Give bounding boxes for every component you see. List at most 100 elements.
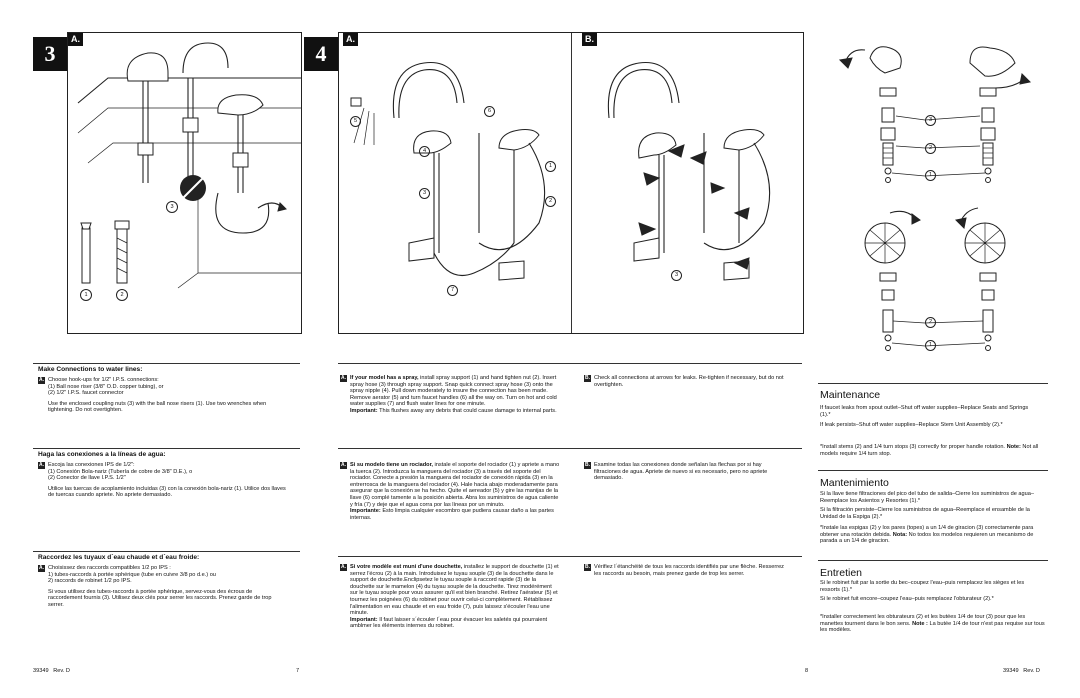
important-en: This flushes away any debris that could … [377,407,557,414]
divider [818,560,1048,561]
entretien-line-2: Si le robinet fuit encore–coupez l'eau–p… [820,596,994,602]
maintenance-note: *Install stems (2) and 1/4 turn stops (3… [820,444,1042,457]
block-es-b: B.Examine todas las conexiones donde señ… [584,462,799,482]
page-number-8: 8 [805,668,809,674]
callout-2: 2 [116,289,128,301]
maintenance-line-2: If leak persists–Shut off water supplies… [820,422,1003,428]
lead-es-a: Si su modelo tiene un rociador, [350,462,433,468]
text-en-b: Check all connections at arrows for leak… [594,375,784,388]
bullet-a: A. [38,565,45,572]
footer-doc-id-left: 39349 Rev. D [33,668,70,674]
mantenimiento-line-1: Si la llave tiene filtraciones del pico … [820,491,1034,504]
callout-1: 1 [545,161,556,172]
spray-install-drawing [350,61,771,281]
divider [33,551,300,552]
bullet-a: A. [340,375,347,382]
step-number-4: 4 [304,37,338,71]
note-en: *Install stems (2) and 1/4 turn stops (3… [820,444,1005,450]
illustration-tag-a: A. [343,33,358,46]
callout-5: 5 [350,116,361,127]
block-fr-b: B.Vérifiez l´étanchéité de tous les racc… [584,564,799,577]
note-es: *Instale las espigas (2) y los pares (to… [820,525,1034,538]
note-label-en: Note: [1006,444,1021,450]
note-label-es: Nota: [892,531,908,538]
block-fr: A.Choisissez des raccords compatibles 1/… [38,565,300,609]
text-fr-b: Vérifiez l´étanchéité de tous les raccor… [594,564,784,577]
callout-7: 7 [447,285,458,296]
callout-1: 1 [925,170,936,181]
divider [818,470,1048,471]
step-3-illustration: A. [67,32,302,334]
callout-1-lower: 1 [925,340,936,351]
illustration-tag-a: A. [68,33,83,46]
bullet-a: A. [38,377,45,384]
heading-maintenance: Maintenance [820,389,881,401]
callout-2: 2 [925,143,936,154]
heading-fr: Raccordez les tuyaux d´eau chaude et d´e… [38,554,200,561]
bullet-a: A. [38,462,45,469]
divider [338,448,802,449]
block-fr-para: Si vous utilisez des tubes-raccords à po… [48,588,272,608]
divider [338,363,802,364]
heading-es: Haga las conexiones a la líneas de agua: [38,451,166,458]
text-fr-a: installez le support de douchette (1) et… [350,564,559,617]
callout-3: 3 [166,201,178,213]
block-en: A.Choose hook-ups for 1/2" I.P.S. connec… [38,377,300,414]
entretien-note: *Installer correctement les obturateurs … [820,614,1045,634]
callout-3-b: 3 [671,270,682,281]
note-end-es: No todos los modelos requieren un mecani… [820,531,1034,545]
illustration-tag-b: B. [582,33,597,46]
note-fr: *Installer correctement les obturateurs … [820,614,1026,627]
callout-2-lower: 2 [925,317,936,328]
callout-4: 4 [419,146,430,157]
block-fr-a: A.Si votre modèle est muni d'une douchet… [340,564,565,630]
note-end-en: Not all models require 1/4 turn stop. [820,444,1039,457]
important-label-en: Important: [350,407,378,414]
callout-6: 6 [484,106,495,117]
block-es-para: Utilice las tuercas de acoplamiento incl… [48,485,286,499]
block-es: A.Escoja las conexiones IPS de 1/2": (1)… [38,462,300,499]
step-number-3: 3 [33,37,67,71]
block-en-para: Use the enclosed coupling nuts (3) with … [48,400,267,414]
heading-entretien: Entretien [820,567,863,579]
lead-en-a: If your model has a spray, [350,375,419,381]
text-es-a: instale el soporte del rociador (1) y ap… [350,462,560,508]
important-fr: Il faut laisser s´écouler l´eau pour éva… [350,616,548,630]
important-label-es: Importante: [350,508,381,515]
page-number-7: 7 [296,668,300,674]
important-label-fr: Important: [350,616,378,623]
callout-3: 3 [419,188,430,199]
panel-divider [571,33,572,333]
text-en-a: install spray support (1) and hand tight… [350,375,557,408]
important-es: Esto limpia cualquier escombro que pudie… [350,508,554,521]
divider [338,556,802,557]
block-en-b: B.Check all connections at arrows for le… [584,375,799,388]
mantenimiento-line-2: Si la filtración persiste–Cierre los sum… [820,507,1030,520]
text-es-b: Examine todas las conexiones donde señal… [594,462,768,482]
bullet-a: A. [340,462,347,469]
callout-1: 1 [80,289,92,301]
step-4-illustration: A. B. 6 5 4 [338,32,804,334]
block-en-a: A.If your model has a spray, install spr… [340,375,565,415]
bullet-b: B. [584,375,591,382]
divider [33,363,300,364]
entretien-line-1: Si le robinet fuit par la sortie du bec–… [820,580,1025,593]
heading-en: Make Connections to water lines: [38,366,143,373]
bullet-b: B. [584,564,591,571]
block-fr-lines: Choisissez des raccords compatibles 1/2 … [48,565,216,585]
faucet-connection-drawing [77,42,301,289]
callout-3: 3 [925,115,936,126]
stem-parts-drawing [838,46,1032,351]
note-label-fr: Note : [912,620,928,627]
divider [33,448,300,449]
block-es-lines: Escoja las conexiones IPS de 1/2": (1) C… [48,462,193,482]
lead-fr-a: Si votre modèle est muni d'une douchette… [350,564,463,570]
block-es-a: A.Si su modelo tiene un rociador, instal… [340,462,565,521]
maintenance-line-1: If faucet leaks from spout outlet–Shut o… [820,405,1029,418]
note-end-fr: La butée 1/4 de tour n'est pas requise s… [820,620,1045,634]
divider [818,383,1048,384]
heading-mantenimiento: Mantenimiento [820,477,889,489]
mantenimiento-note: *Instale las espigas (2) y los pares (to… [820,525,1045,545]
bullet-a: A. [340,564,347,571]
callout-2: 2 [545,196,556,207]
